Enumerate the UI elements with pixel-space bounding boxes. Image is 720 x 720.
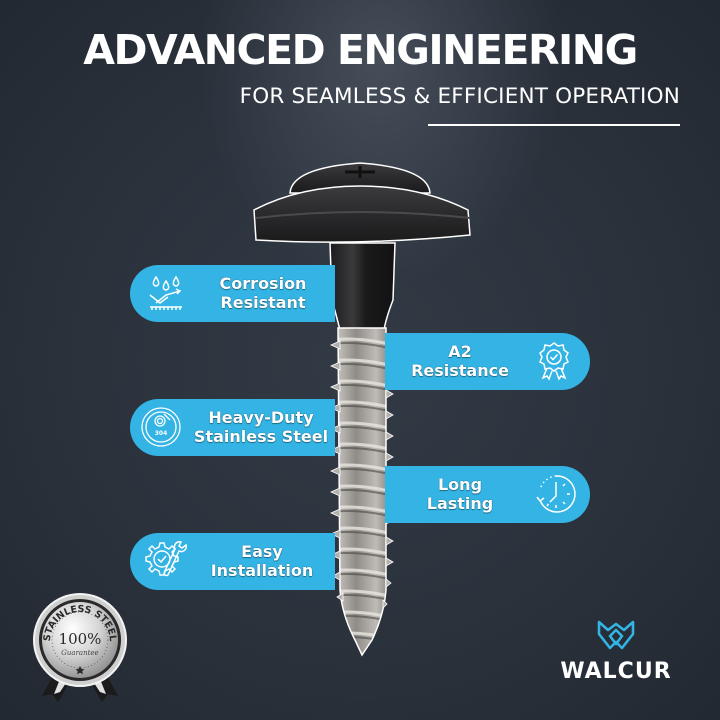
svg-text:304: 304 [155,430,168,437]
feature-long-lasting: Long Lasting [385,466,590,523]
feature-label-line2: Lasting [426,494,494,513]
feature-corrosion-resistant: Corrosion Resistant [130,265,335,322]
gear-wrench-check-icon [145,541,187,577]
stainless-304-seal-icon: 304 [141,407,181,447]
feature-label-line1: Heavy-Duty [208,408,314,427]
feature-label-line1: Long [437,475,483,494]
page-subtitle: FOR SEAMLESS & EFFICIENT OPERATION [239,84,680,109]
feature-label-line1: A2 [448,342,472,361]
feature-label-line2: Resistant [220,293,306,312]
feature-label-line1: Corrosion [219,274,307,293]
badge-script: Guarantee [61,649,98,657]
award-ribbon-check-icon [539,342,569,381]
stainless-steel-guarantee-badge: STAINLESS STEEL 100% Guarantee [33,593,127,702]
feature-label-line2: Resistance [411,361,509,380]
water-drops-icon [149,275,182,310]
feature-label-line1: Easy [241,542,283,561]
feature-easy-installation: Easy Installation [130,533,335,590]
walcur-logo-icon [597,620,635,650]
page-title: ADVANCED ENGINEERING [83,26,638,74]
feature-a2-resistance: A2 Resistance [385,333,590,390]
brand-name: WALCUR [560,659,672,684]
feature-label-line2: Installation [210,561,314,580]
clock-icon [536,475,576,513]
title-divider [428,124,680,126]
feature-heavy-duty-stainless: 304 Heavy-Duty Stainless Steel [130,399,335,456]
badge-percent: 100% [59,630,102,648]
feature-label-line2: Stainless Steel [193,427,329,446]
